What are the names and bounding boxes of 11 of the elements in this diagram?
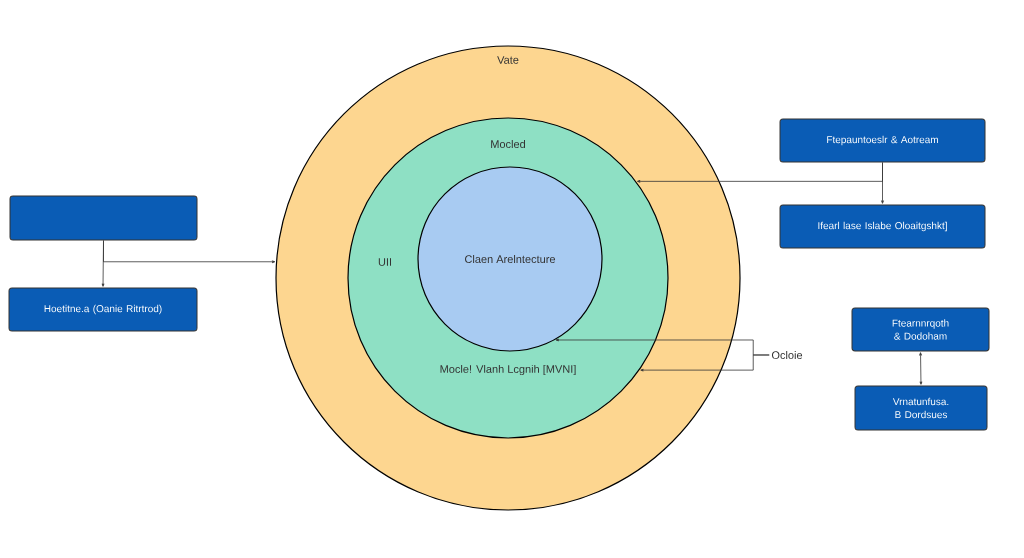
process-box: Ifearl lase Islabe Oloaitgshkt] [779, 204, 986, 249]
process-box: Ftepauntoeslr & Aotream [779, 118, 986, 163]
process-box: Vrnatunfusa. B Dordsues [854, 385, 988, 431]
arrow [919, 352, 923, 385]
process-box: Hoetitne.a (Oanie Ritrtrod) [8, 287, 198, 332]
process-box [9, 195, 198, 241]
text-label: Ocloie [771, 350, 803, 360]
process-box: Ftearnnrqoth & Dodoham [851, 307, 990, 352]
arrow [637, 162, 883, 183]
arrow [640, 354, 770, 372]
arrow [103, 240, 276, 264]
